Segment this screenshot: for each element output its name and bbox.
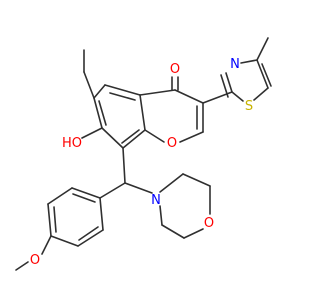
bond <box>159 205 163 226</box>
ring-oxygen-label: O <box>167 136 177 151</box>
bond <box>256 59 269 89</box>
double-bond-inner <box>53 206 57 233</box>
bond <box>122 129 146 149</box>
molecule-structure: O O HO N S N O O <box>15 37 272 271</box>
bond <box>179 131 204 143</box>
bond <box>93 84 106 99</box>
bond <box>101 127 124 149</box>
hydroxyl-bond <box>81 127 103 139</box>
bond <box>104 84 141 96</box>
bond <box>182 173 211 187</box>
methyl-bond <box>256 37 269 61</box>
bond <box>159 173 184 193</box>
bond <box>231 91 244 102</box>
bond <box>99 182 126 199</box>
bond <box>225 72 233 93</box>
methoxy-bond <box>41 235 52 255</box>
double-bond-inner <box>98 100 107 126</box>
ethyl-bond <box>83 71 95 99</box>
bond <box>139 89 176 96</box>
bonds <box>15 37 272 271</box>
double-bond-inner <box>261 63 272 87</box>
morpholine-nitrogen-label: N <box>151 193 161 208</box>
bond <box>183 228 204 239</box>
methoxy-bond <box>15 261 29 271</box>
double-bond-inner <box>109 92 136 101</box>
bond <box>124 182 153 194</box>
carbonyl-oxygen-label: O <box>170 62 180 77</box>
bond <box>77 229 104 247</box>
bond <box>144 129 165 143</box>
bond <box>240 59 258 64</box>
double-bond-inner <box>220 74 229 98</box>
bond <box>50 235 79 247</box>
thiazole-nitrogen-label: N <box>230 57 240 72</box>
morpholine-oxygen-label: O <box>204 216 214 231</box>
bond <box>47 187 73 205</box>
thiazole-sulfur-label: S <box>245 99 253 114</box>
bond <box>71 187 101 199</box>
bond <box>47 203 52 237</box>
bond <box>93 97 103 129</box>
double-bond-inner <box>78 226 99 241</box>
hydroxyl-label: HO <box>62 136 82 151</box>
bond <box>174 89 204 104</box>
methoxy-oxygen-label: O <box>30 253 40 268</box>
double-bond-inner <box>72 193 96 203</box>
bond <box>139 94 146 131</box>
double-bond-inner <box>121 129 140 144</box>
atom-labels: O O HO N S N O O <box>30 57 253 268</box>
bond <box>99 197 104 231</box>
bond <box>253 87 269 101</box>
molecule-canvas: O O HO N S N O O <box>15 37 272 271</box>
bond <box>161 224 185 239</box>
bond <box>122 147 126 184</box>
